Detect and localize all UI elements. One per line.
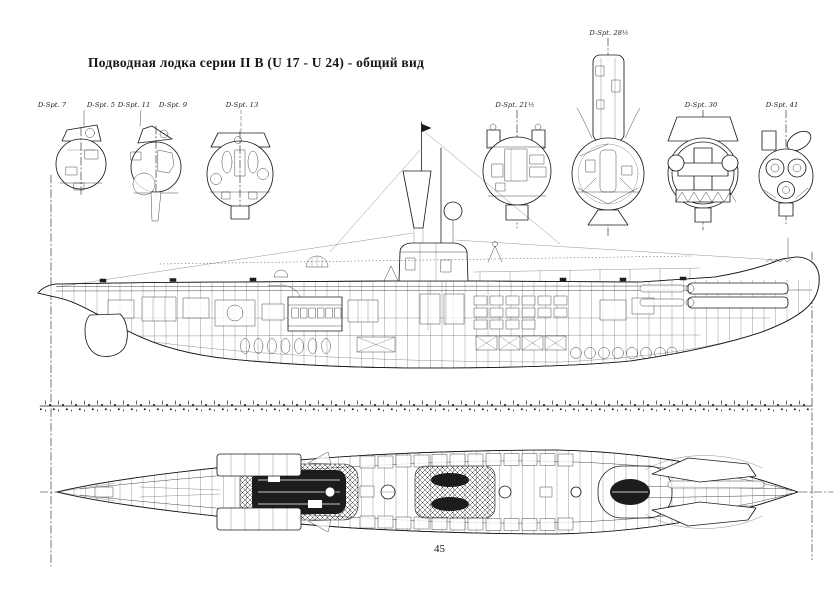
- plan-view: [39, 449, 834, 535]
- jumping-wires-antenna: [56, 131, 779, 288]
- section-label-dspt-7: D-Spt. 7: [37, 101, 67, 109]
- frame-station-scale: [39, 400, 813, 412]
- section-label-dspt-13: D-Spt. 13: [225, 101, 259, 109]
- cross-section-frames-7-5: D-Spt. 7 D-Spt. 5: [37, 101, 115, 197]
- periscope-masts: [402, 121, 463, 244]
- cross-sections-right: D-Spt. 21½ D-Spt. 28½: [482, 29, 814, 237]
- cross-section-frame-30: D-Spt. 30: [667, 101, 739, 231]
- cross-section-frame-21half: D-Spt. 21½: [482, 101, 552, 229]
- flood-port-openings: [240, 338, 678, 359]
- bow-dive-planes: [644, 455, 763, 529]
- section-label-dspt-21half: D-Spt. 21½: [494, 101, 534, 109]
- drawing-title: Подводная лодка серии II B (U 17 - U 24)…: [88, 55, 425, 70]
- stern-dive-planes: [216, 451, 332, 533]
- section-label-dspt-28half: D-Spt. 28½: [588, 29, 628, 37]
- cross-section-frame-13: D-Spt. 13: [206, 101, 274, 220]
- section-label-dspt-5: D-Spt. 5: [86, 101, 115, 109]
- deck-fittings: [99, 237, 792, 283]
- cross-section-frame-28half-conning-tower: D-Spt. 28½: [571, 29, 645, 237]
- battery-crates: [356, 335, 567, 353]
- stern-rudder: [84, 313, 128, 357]
- section-label-dspt-30: D-Spt. 30: [684, 101, 718, 109]
- section-label-dspt-11: D-Spt. 11: [117, 101, 151, 109]
- cross-sections-left: D-Spt. 7 D-Spt. 5 D-Spt. 11 D-Spt. 9: [37, 101, 274, 222]
- section-label-dspt-41: D-Spt. 41: [765, 101, 799, 109]
- cross-section-frames-11-9: D-Spt. 11 D-Spt. 9: [117, 101, 188, 222]
- section-label-dspt-9: D-Spt. 9: [158, 101, 188, 109]
- side-view-internal-details: [55, 257, 813, 363]
- page-number: 45: [434, 543, 445, 555]
- cross-section-frame-41: D-Spt. 41: [758, 101, 814, 225]
- conning-tower-side: [398, 242, 469, 282]
- plan-view-internal-details: [57, 453, 797, 531]
